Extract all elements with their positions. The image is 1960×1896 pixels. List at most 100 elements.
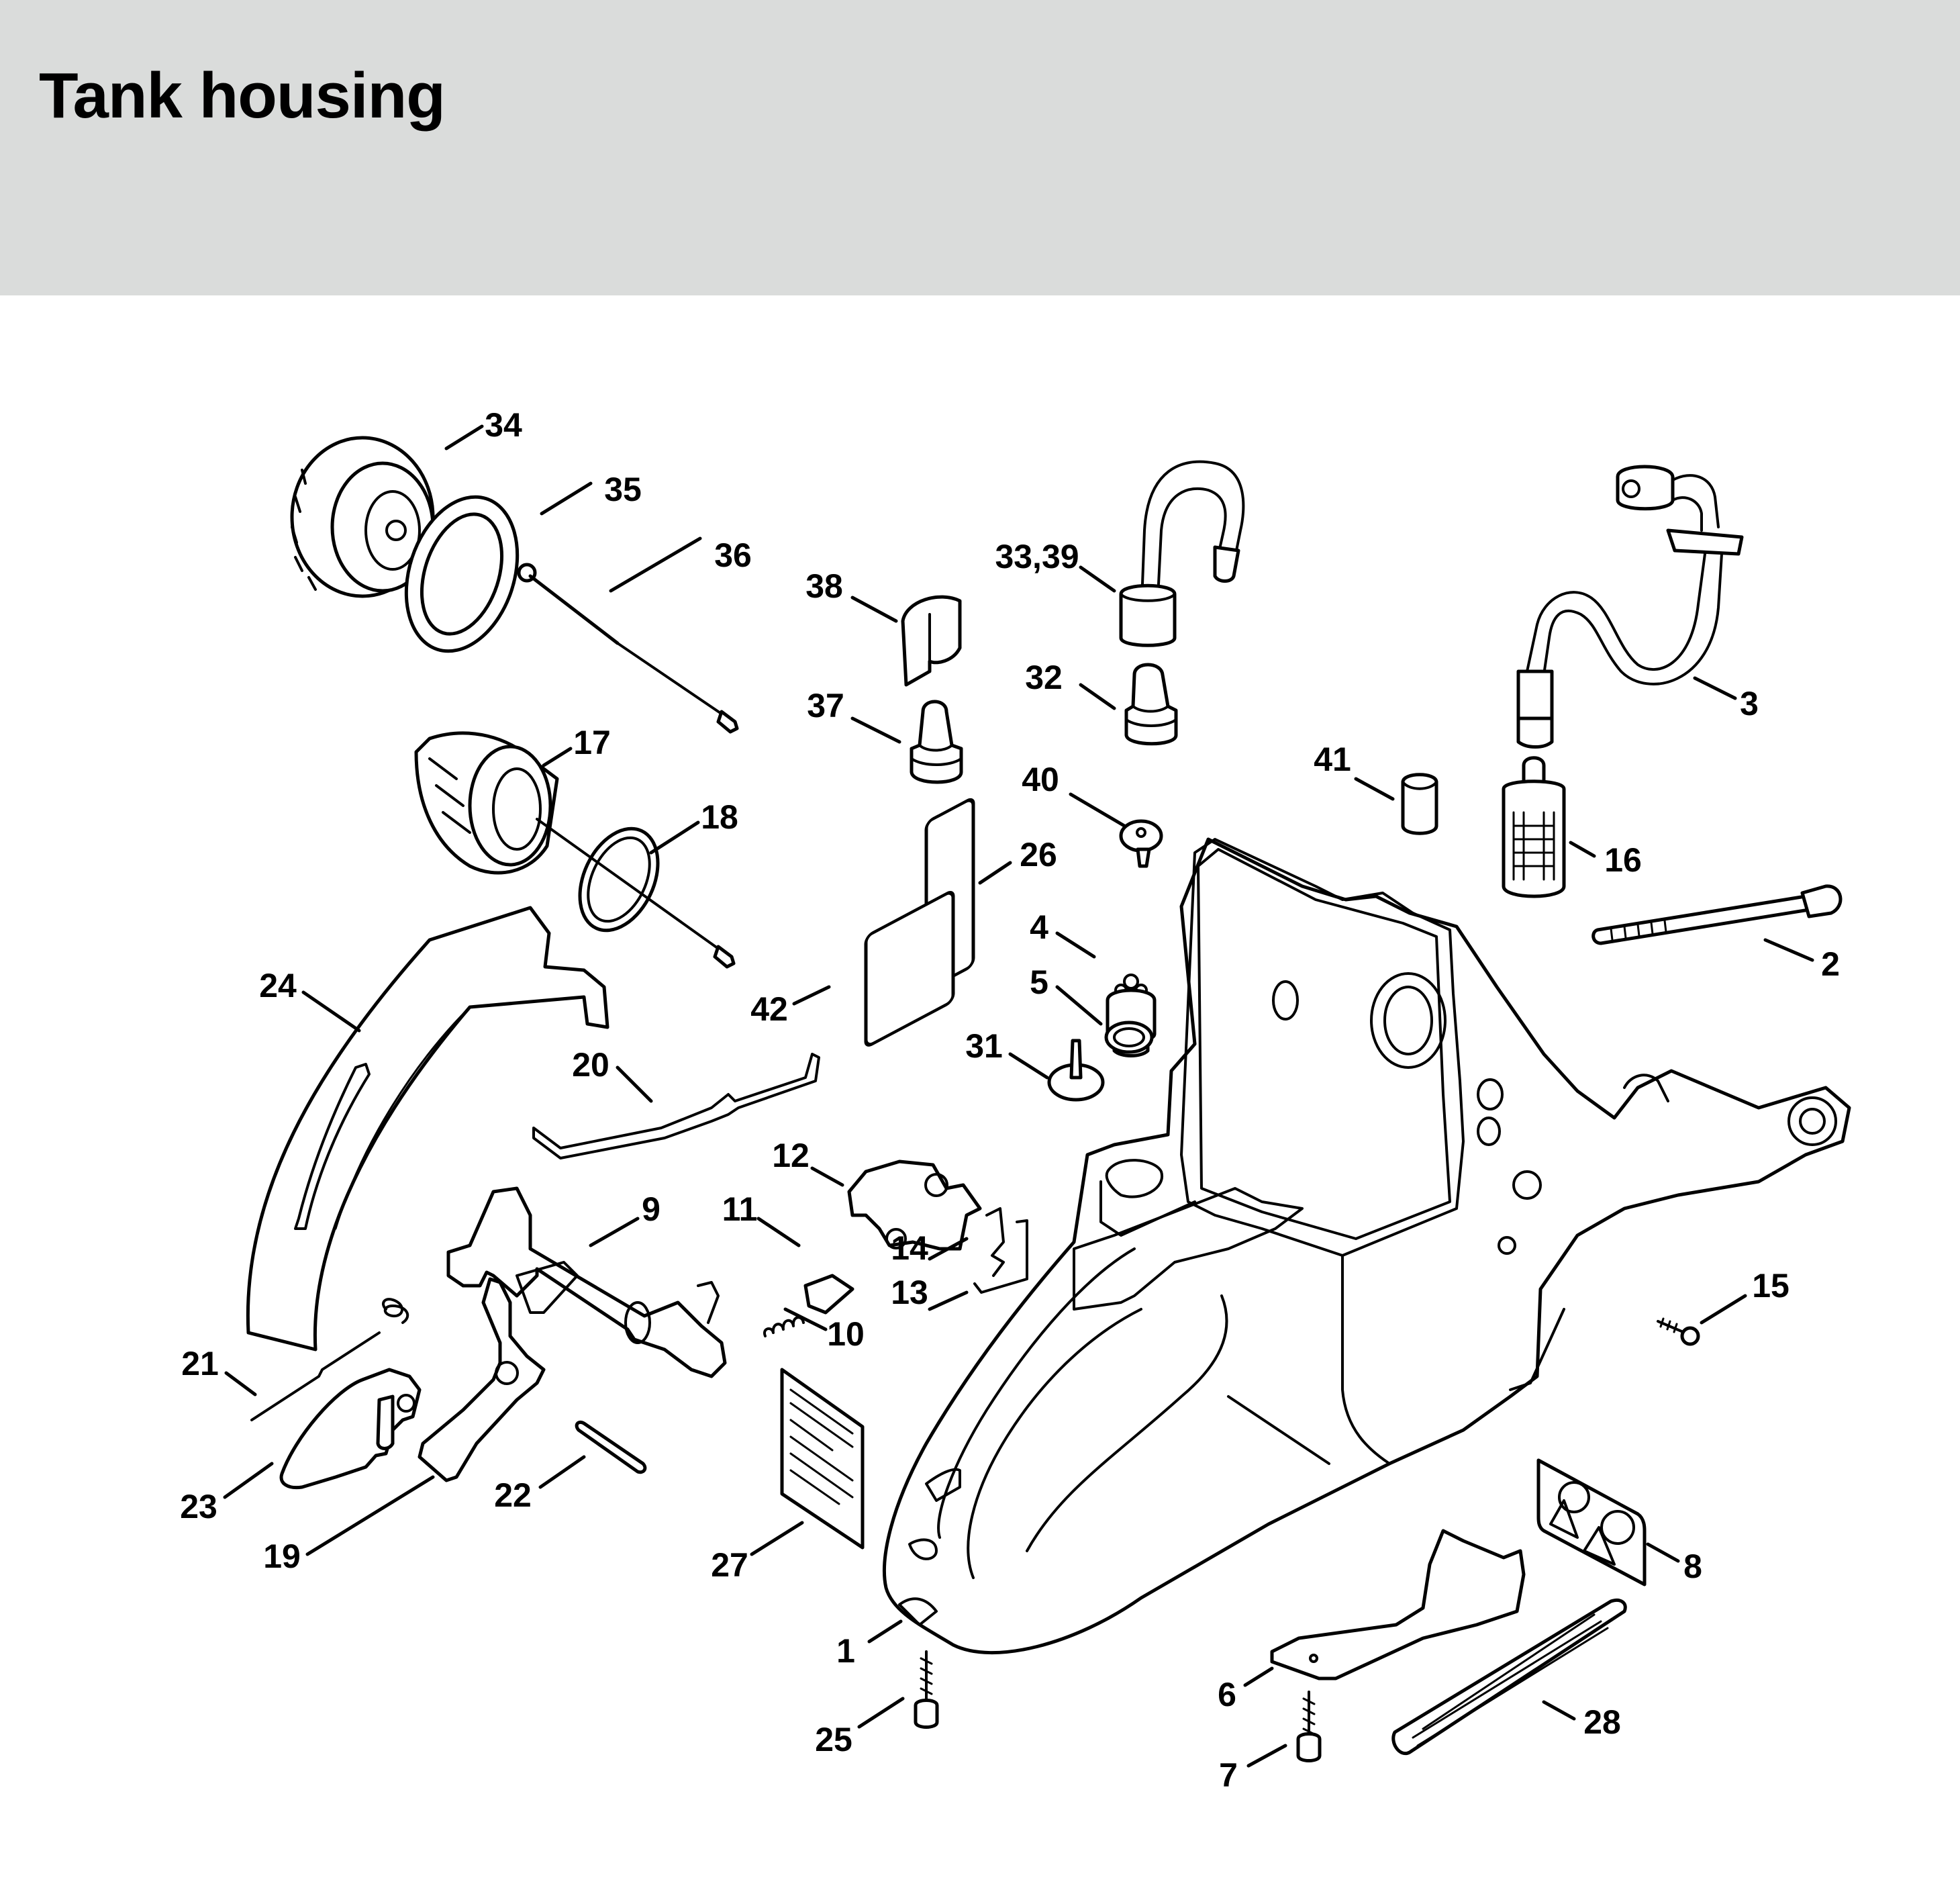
callout: 2 bbox=[1763, 938, 1840, 983]
callout-label: 6 bbox=[1218, 1676, 1236, 1713]
callout-label: 10 bbox=[827, 1315, 865, 1353]
callout-label: 2 bbox=[1821, 945, 1840, 983]
impulse-hose-drawing bbox=[1119, 460, 1245, 647]
callout: 5 bbox=[1030, 963, 1103, 1026]
callout: 33,39 bbox=[995, 538, 1116, 593]
callout: 7 bbox=[1219, 1744, 1287, 1794]
callout: 9 bbox=[589, 1190, 660, 1247]
grommet-32-drawing bbox=[1124, 663, 1178, 746]
callout-label: 19 bbox=[263, 1537, 301, 1575]
callout: 26 bbox=[978, 836, 1057, 885]
callout: 19 bbox=[263, 1475, 435, 1575]
fuel-tank-bolt-drawing bbox=[1591, 884, 1843, 945]
callout: 38 bbox=[805, 567, 898, 623]
handle-molding-drawing bbox=[246, 906, 609, 1352]
side-screw-drawing bbox=[1657, 1317, 1700, 1346]
callout: 17 bbox=[542, 724, 611, 767]
callout: 3 bbox=[1693, 676, 1759, 722]
warning-decal-drawing bbox=[1536, 1458, 1647, 1586]
fuel-hose-drawing bbox=[1516, 465, 1744, 749]
callout-label: 21 bbox=[181, 1345, 219, 1382]
callout-label: 42 bbox=[750, 990, 788, 1028]
callout-label: 25 bbox=[815, 1721, 852, 1758]
throttle-shaft-drawing bbox=[446, 1186, 727, 1378]
callout-label: 15 bbox=[1752, 1267, 1790, 1305]
callout-label: 17 bbox=[573, 724, 611, 761]
label-plate-square-drawing bbox=[864, 891, 955, 1047]
callout-label: 31 bbox=[965, 1027, 1003, 1065]
callout: 20 bbox=[572, 1046, 653, 1103]
callout: 24 bbox=[259, 967, 361, 1033]
callout: 13 bbox=[891, 1274, 969, 1311]
callout-label: 22 bbox=[494, 1476, 532, 1514]
callout-label: 27 bbox=[711, 1546, 748, 1584]
trigger-pin-drawing bbox=[575, 1420, 647, 1474]
callout: 22 bbox=[494, 1455, 586, 1514]
switch-shaft-bracket-drawing bbox=[847, 1159, 982, 1251]
callout: 11 bbox=[722, 1190, 801, 1247]
callout: 12 bbox=[772, 1137, 844, 1187]
slide-drawing bbox=[803, 1274, 854, 1315]
filler-cap-o-ring-drawing bbox=[536, 818, 736, 969]
bottom-plate-screw-drawing bbox=[1296, 1691, 1322, 1762]
instruction-label-drawing bbox=[780, 1368, 865, 1550]
callout-label: 9 bbox=[642, 1190, 660, 1228]
callout-label: 11 bbox=[722, 1190, 758, 1228]
callout: 10 bbox=[783, 1307, 865, 1353]
bottom-plate-drawing bbox=[1270, 1529, 1526, 1680]
callout-label: 38 bbox=[805, 567, 843, 605]
fuel-pickup-filter-drawing bbox=[1502, 756, 1566, 898]
plug-40-drawing bbox=[1119, 819, 1163, 868]
compression-spring-drawing bbox=[763, 1316, 805, 1337]
callout-label: 12 bbox=[772, 1137, 810, 1174]
header-band: Tank housing bbox=[0, 0, 1960, 295]
vent-o-ring-drawing bbox=[1104, 1021, 1154, 1054]
callout: 1 bbox=[836, 1619, 903, 1670]
callout: 37 bbox=[807, 687, 901, 744]
page-title: Tank housing bbox=[39, 60, 446, 132]
callout: 34 bbox=[444, 406, 522, 451]
callout-label: 20 bbox=[572, 1046, 609, 1084]
callout-label: 32 bbox=[1025, 659, 1063, 696]
callout: 32 bbox=[1025, 659, 1116, 710]
callout-label: 36 bbox=[714, 536, 752, 574]
callout: 40 bbox=[1022, 761, 1126, 828]
housing-screw-drawing bbox=[914, 1650, 939, 1729]
wire-clip-drawing bbox=[973, 1219, 1028, 1294]
callout-label: 14 bbox=[891, 1229, 928, 1267]
callout-label: 18 bbox=[701, 798, 738, 836]
callout: 36 bbox=[609, 536, 752, 593]
callout-label: 16 bbox=[1604, 841, 1642, 879]
sleeve-41-drawing bbox=[1401, 773, 1438, 835]
callout: 25 bbox=[815, 1697, 905, 1758]
callout-label: 23 bbox=[180, 1488, 217, 1525]
callout: 41 bbox=[1314, 741, 1395, 801]
plug-31-drawing bbox=[1047, 1039, 1105, 1102]
callout-label: 26 bbox=[1020, 836, 1057, 873]
callout-label: 41 bbox=[1314, 741, 1351, 778]
tank-housing-drawing bbox=[883, 837, 1851, 1655]
sleeve-38-drawing bbox=[901, 595, 962, 687]
torsion-spring-drawing bbox=[250, 1298, 409, 1421]
callout-label: 34 bbox=[485, 406, 522, 444]
cap-seal-ring-drawing bbox=[404, 495, 520, 653]
callout-label: 37 bbox=[807, 687, 844, 724]
callout-label: 3 bbox=[1740, 685, 1759, 722]
callout-label: 33,39 bbox=[995, 538, 1079, 575]
throttle-trigger-drawing bbox=[418, 1277, 546, 1482]
callout: 4 bbox=[1030, 908, 1096, 959]
callout-label: 1 bbox=[836, 1632, 855, 1670]
callout: 35 bbox=[540, 471, 642, 516]
throttle-rod-drawing bbox=[532, 1053, 820, 1159]
callout: 15 bbox=[1700, 1267, 1790, 1325]
callout-label: 35 bbox=[604, 471, 642, 508]
callout: 42 bbox=[750, 985, 831, 1028]
cap-retaining-rod-drawing bbox=[517, 563, 739, 734]
callout: 21 bbox=[181, 1345, 257, 1396]
callout-label: 13 bbox=[891, 1274, 928, 1311]
callout-label: 24 bbox=[259, 967, 297, 1004]
callout: 27 bbox=[711, 1521, 804, 1584]
callout: 23 bbox=[180, 1462, 274, 1525]
callout-label: 7 bbox=[1219, 1756, 1238, 1794]
